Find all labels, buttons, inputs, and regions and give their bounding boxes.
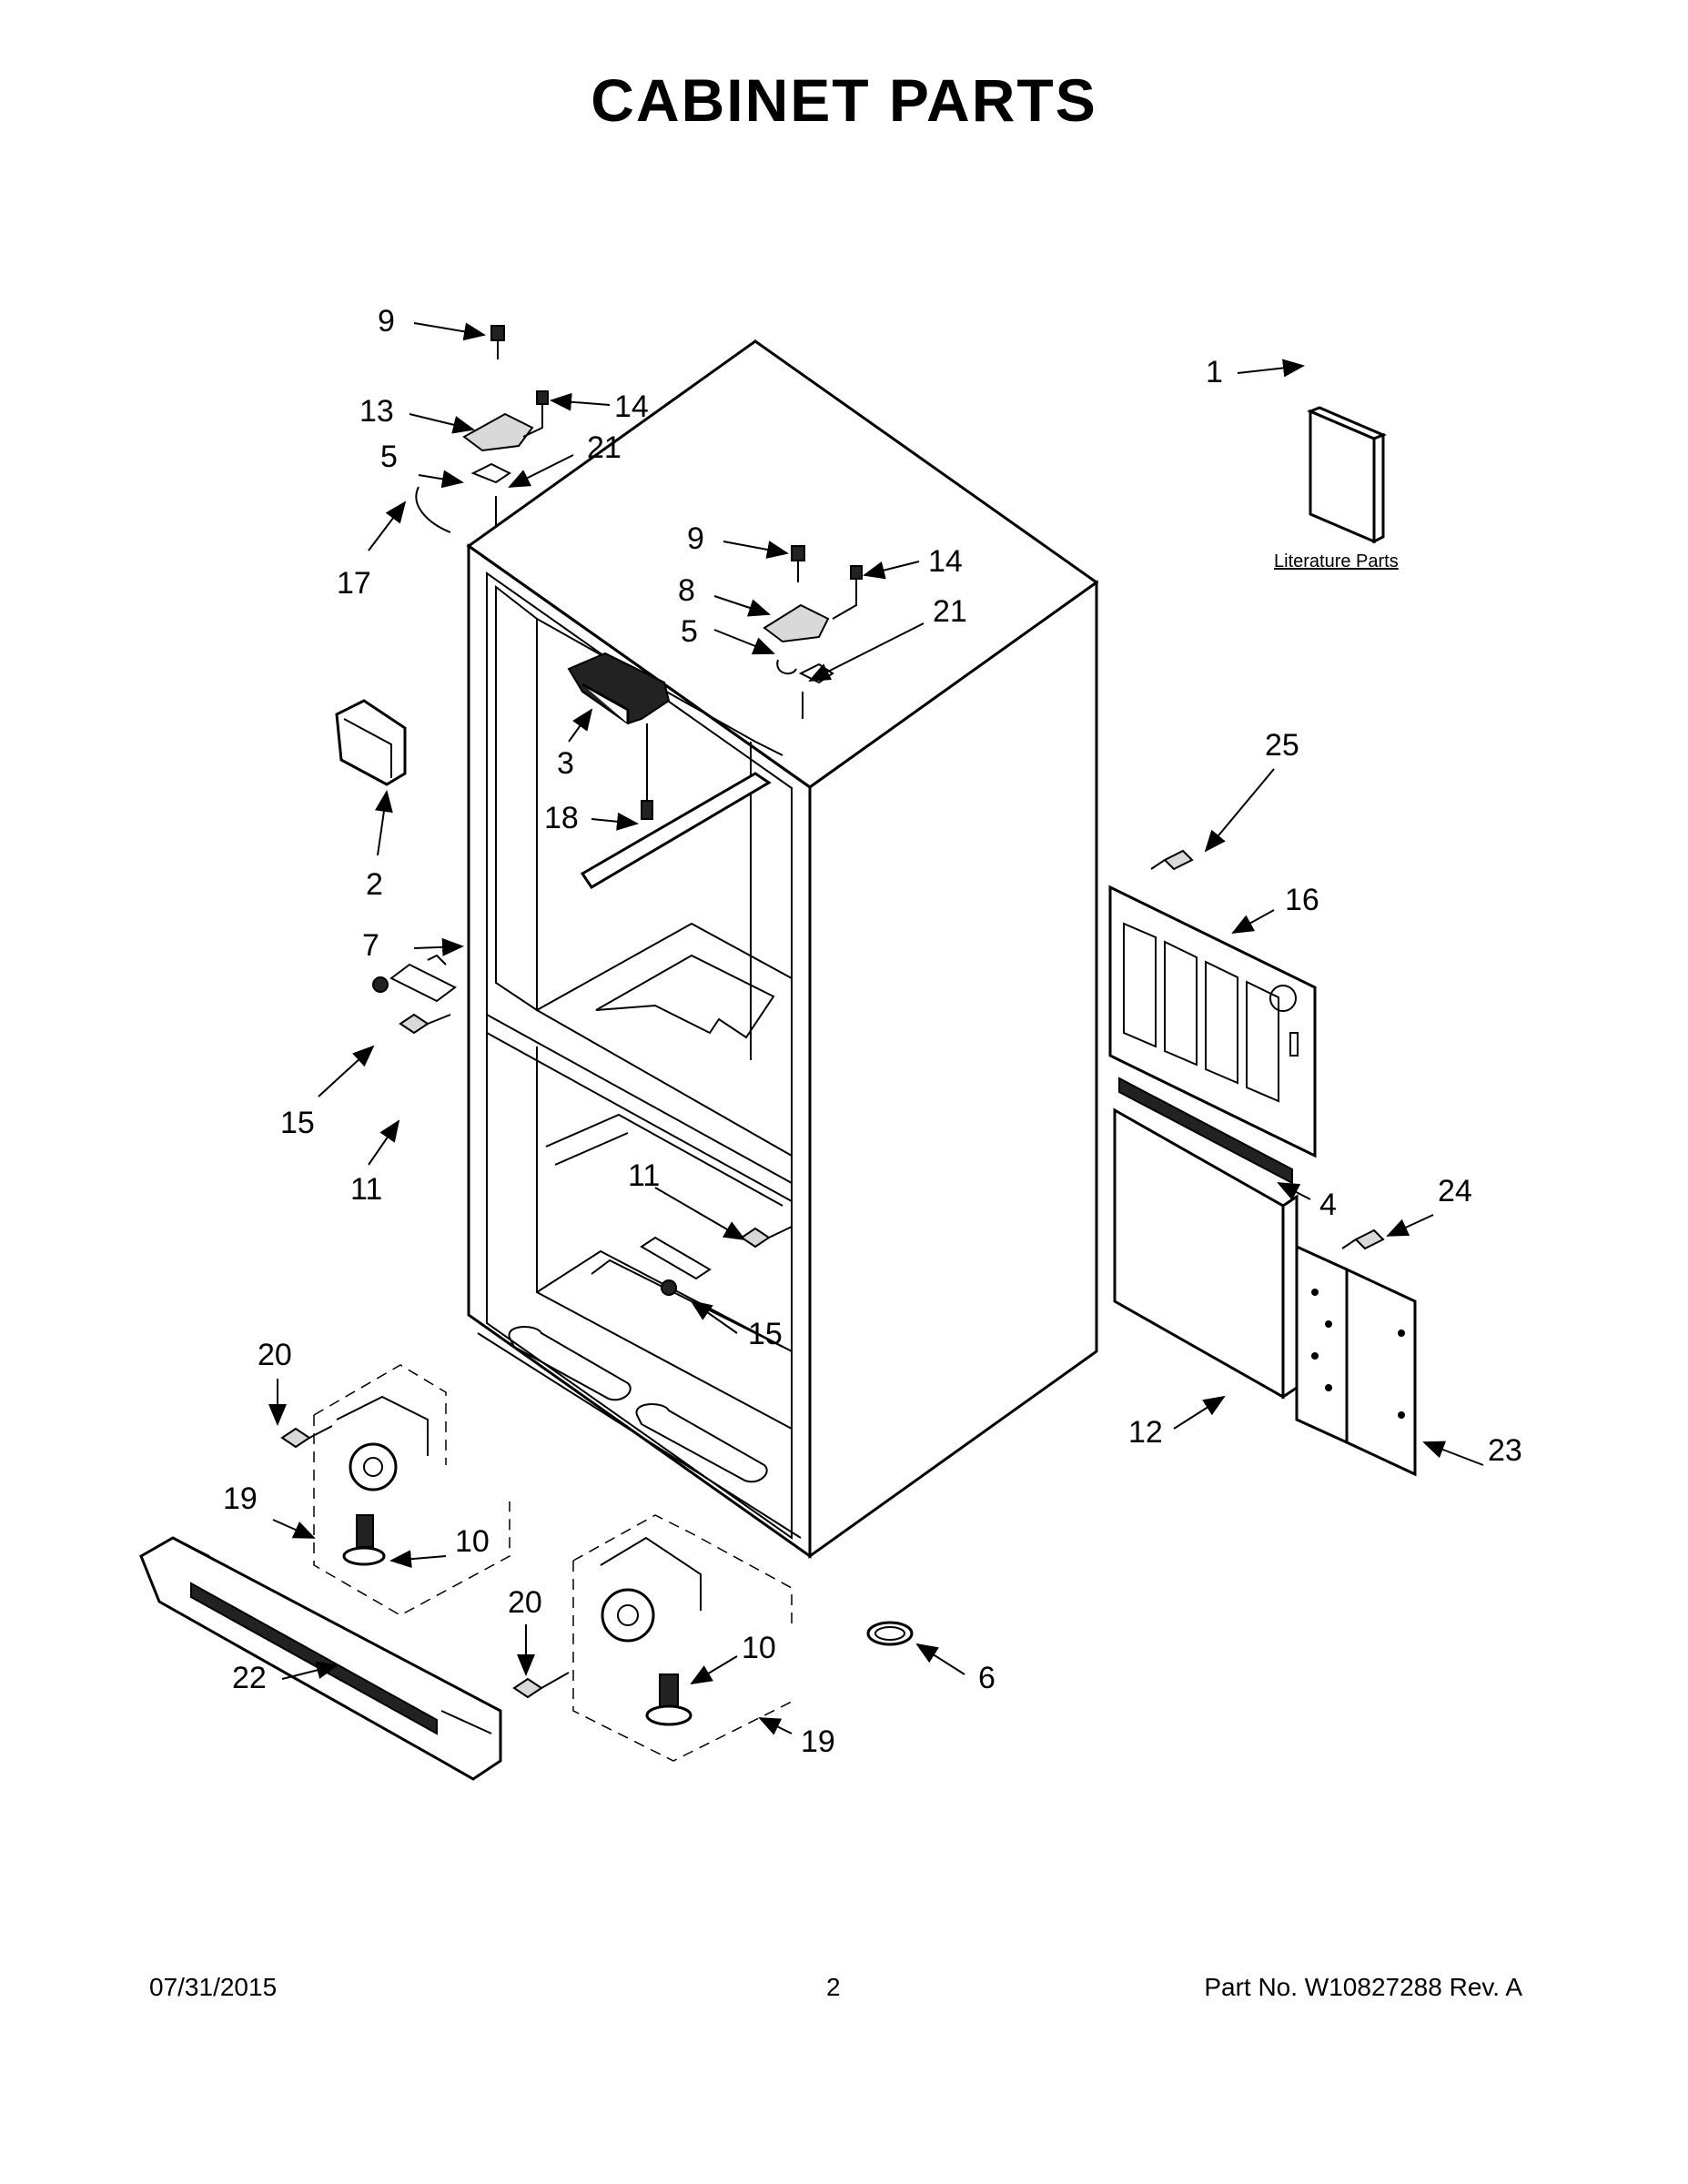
control-module bbox=[335, 699, 407, 786]
rear-access-panel bbox=[1108, 885, 1317, 1158]
callout-5: 5 bbox=[380, 440, 398, 474]
literature-parts bbox=[1307, 406, 1387, 544]
kickplate-panel bbox=[1113, 1107, 1299, 1400]
callout-20: 20 bbox=[508, 1585, 542, 1620]
light-housing bbox=[567, 652, 671, 820]
top-hinge-left bbox=[415, 325, 549, 533]
footer-date: 07/31/2015 bbox=[149, 1973, 278, 2001]
center-hinge-right bbox=[640, 1226, 793, 1296]
callout-10: 10 bbox=[742, 1631, 776, 1665]
callout-6: 6 bbox=[978, 1661, 996, 1695]
roller-assembly-left bbox=[280, 1364, 510, 1616]
leader-arrows bbox=[268, 322, 1484, 1735]
callout-20: 20 bbox=[258, 1338, 292, 1372]
callout-1: 1 bbox=[1206, 355, 1223, 389]
callout-4: 4 bbox=[1319, 1188, 1337, 1222]
callout-12: 12 bbox=[1128, 1415, 1163, 1450]
bracket-plate bbox=[1295, 1244, 1417, 1477]
callout-21: 21 bbox=[933, 594, 967, 629]
page-title: CABINET PARTS bbox=[591, 66, 1097, 134]
callout-14: 14 bbox=[614, 389, 649, 424]
footer-page-number: 2 bbox=[826, 1973, 841, 2001]
callout-9: 9 bbox=[687, 521, 704, 556]
callout-22: 22 bbox=[232, 1661, 267, 1695]
callout-10: 10 bbox=[455, 1524, 490, 1559]
screw-25 bbox=[1150, 849, 1194, 871]
callout-7: 7 bbox=[362, 928, 379, 963]
callout-13: 13 bbox=[359, 394, 394, 429]
cabinet bbox=[466, 339, 1099, 1559]
footer-part-number: Part No. W10827288 Rev. A bbox=[1204, 1973, 1522, 2001]
roller-assembly-right bbox=[512, 1514, 793, 1762]
callout-15: 15 bbox=[748, 1317, 783, 1351]
callout-25: 25 bbox=[1265, 728, 1299, 763]
callout-15: 15 bbox=[280, 1106, 315, 1140]
callout-8: 8 bbox=[678, 573, 695, 608]
callout-9: 9 bbox=[378, 304, 395, 339]
callout-17: 17 bbox=[337, 566, 371, 601]
callout-19: 19 bbox=[223, 1481, 258, 1516]
callout-18: 18 bbox=[544, 801, 579, 835]
callout-21: 21 bbox=[587, 430, 622, 465]
callout-2: 2 bbox=[366, 867, 383, 902]
callout-11: 11 bbox=[628, 1158, 660, 1193]
grommet bbox=[866, 1621, 914, 1646]
callout-labels: 9 13 14 5 21 17 9 14 8 5 21 1 Literature… bbox=[223, 304, 1522, 1759]
callout-19: 19 bbox=[801, 1724, 835, 1759]
screw-24 bbox=[1341, 1228, 1385, 1250]
literature-parts-label: Literature Parts bbox=[1274, 551, 1399, 571]
callout-24: 24 bbox=[1438, 1174, 1472, 1208]
callout-5: 5 bbox=[681, 614, 698, 649]
callout-14: 14 bbox=[928, 544, 963, 579]
top-hinge-right bbox=[763, 545, 863, 719]
center-hinge-left bbox=[372, 954, 457, 1035]
callout-3: 3 bbox=[557, 746, 574, 781]
callout-23: 23 bbox=[1488, 1433, 1522, 1468]
callout-16: 16 bbox=[1285, 883, 1319, 917]
toe-grille bbox=[139, 1536, 502, 1781]
callout-11: 11 bbox=[350, 1172, 382, 1207]
